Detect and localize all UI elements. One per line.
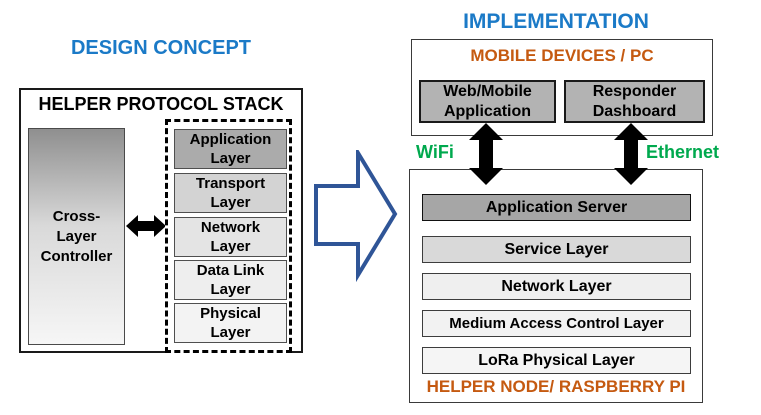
layer-lora-physical: LoRa Physical Layer [422,347,691,374]
layer-network: Network Layer [422,273,691,300]
layer-application-server: Application Server [422,194,691,221]
helper-protocol-stack-box: HELPER PROTOCOL STACK Cross-Layer Contro… [19,88,303,353]
layer-medium-access-control: Medium Access Control Layer [422,310,691,337]
wifi-link-label: WiFi [416,142,454,162]
helper-node-footer-label: HELPER NODE/ RASPBERRY PI [426,377,686,396]
helper-protocol-stack-title: HELPER PROTOCOL STACK [38,94,284,114]
protocol-layers-dashed-box: Application Layer Transport Layer Networ… [165,119,292,353]
ethernet-vertical-arrow-icon [614,123,648,185]
mobile-devices-box: MOBILE DEVICES / PC Web/Mobile Applicati… [411,39,713,136]
mobile-devices-title: MOBILE DEVICES / PC [470,46,654,65]
cross-layer-controller-box: Cross-Layer Controller [28,128,125,345]
transform-arrow-icon [314,150,398,282]
design-concept-title: DESIGN CONCEPT [70,37,252,59]
ethernet-link-label: Ethernet [646,142,720,162]
responder-dashboard-box: Responder Dashboard [564,80,705,123]
protocol-layer-transport: Transport Layer [174,173,287,213]
protocol-layer-data-link: Data Link Layer [174,260,287,300]
protocol-layer-network: Network Layer [174,217,287,257]
web-mobile-application-box: Web/Mobile Application [419,80,556,123]
protocol-layer-application: Application Layer [174,129,287,169]
bidirectional-horizontal-arrow-icon [126,215,166,237]
protocol-layer-physical: Physical Layer [174,303,287,343]
layer-service: Service Layer [422,236,691,263]
helper-node-box: Application Server Service Layer Network… [409,169,703,403]
implementation-title: IMPLEMENTATION [463,10,649,33]
wifi-vertical-arrow-icon [469,123,503,185]
